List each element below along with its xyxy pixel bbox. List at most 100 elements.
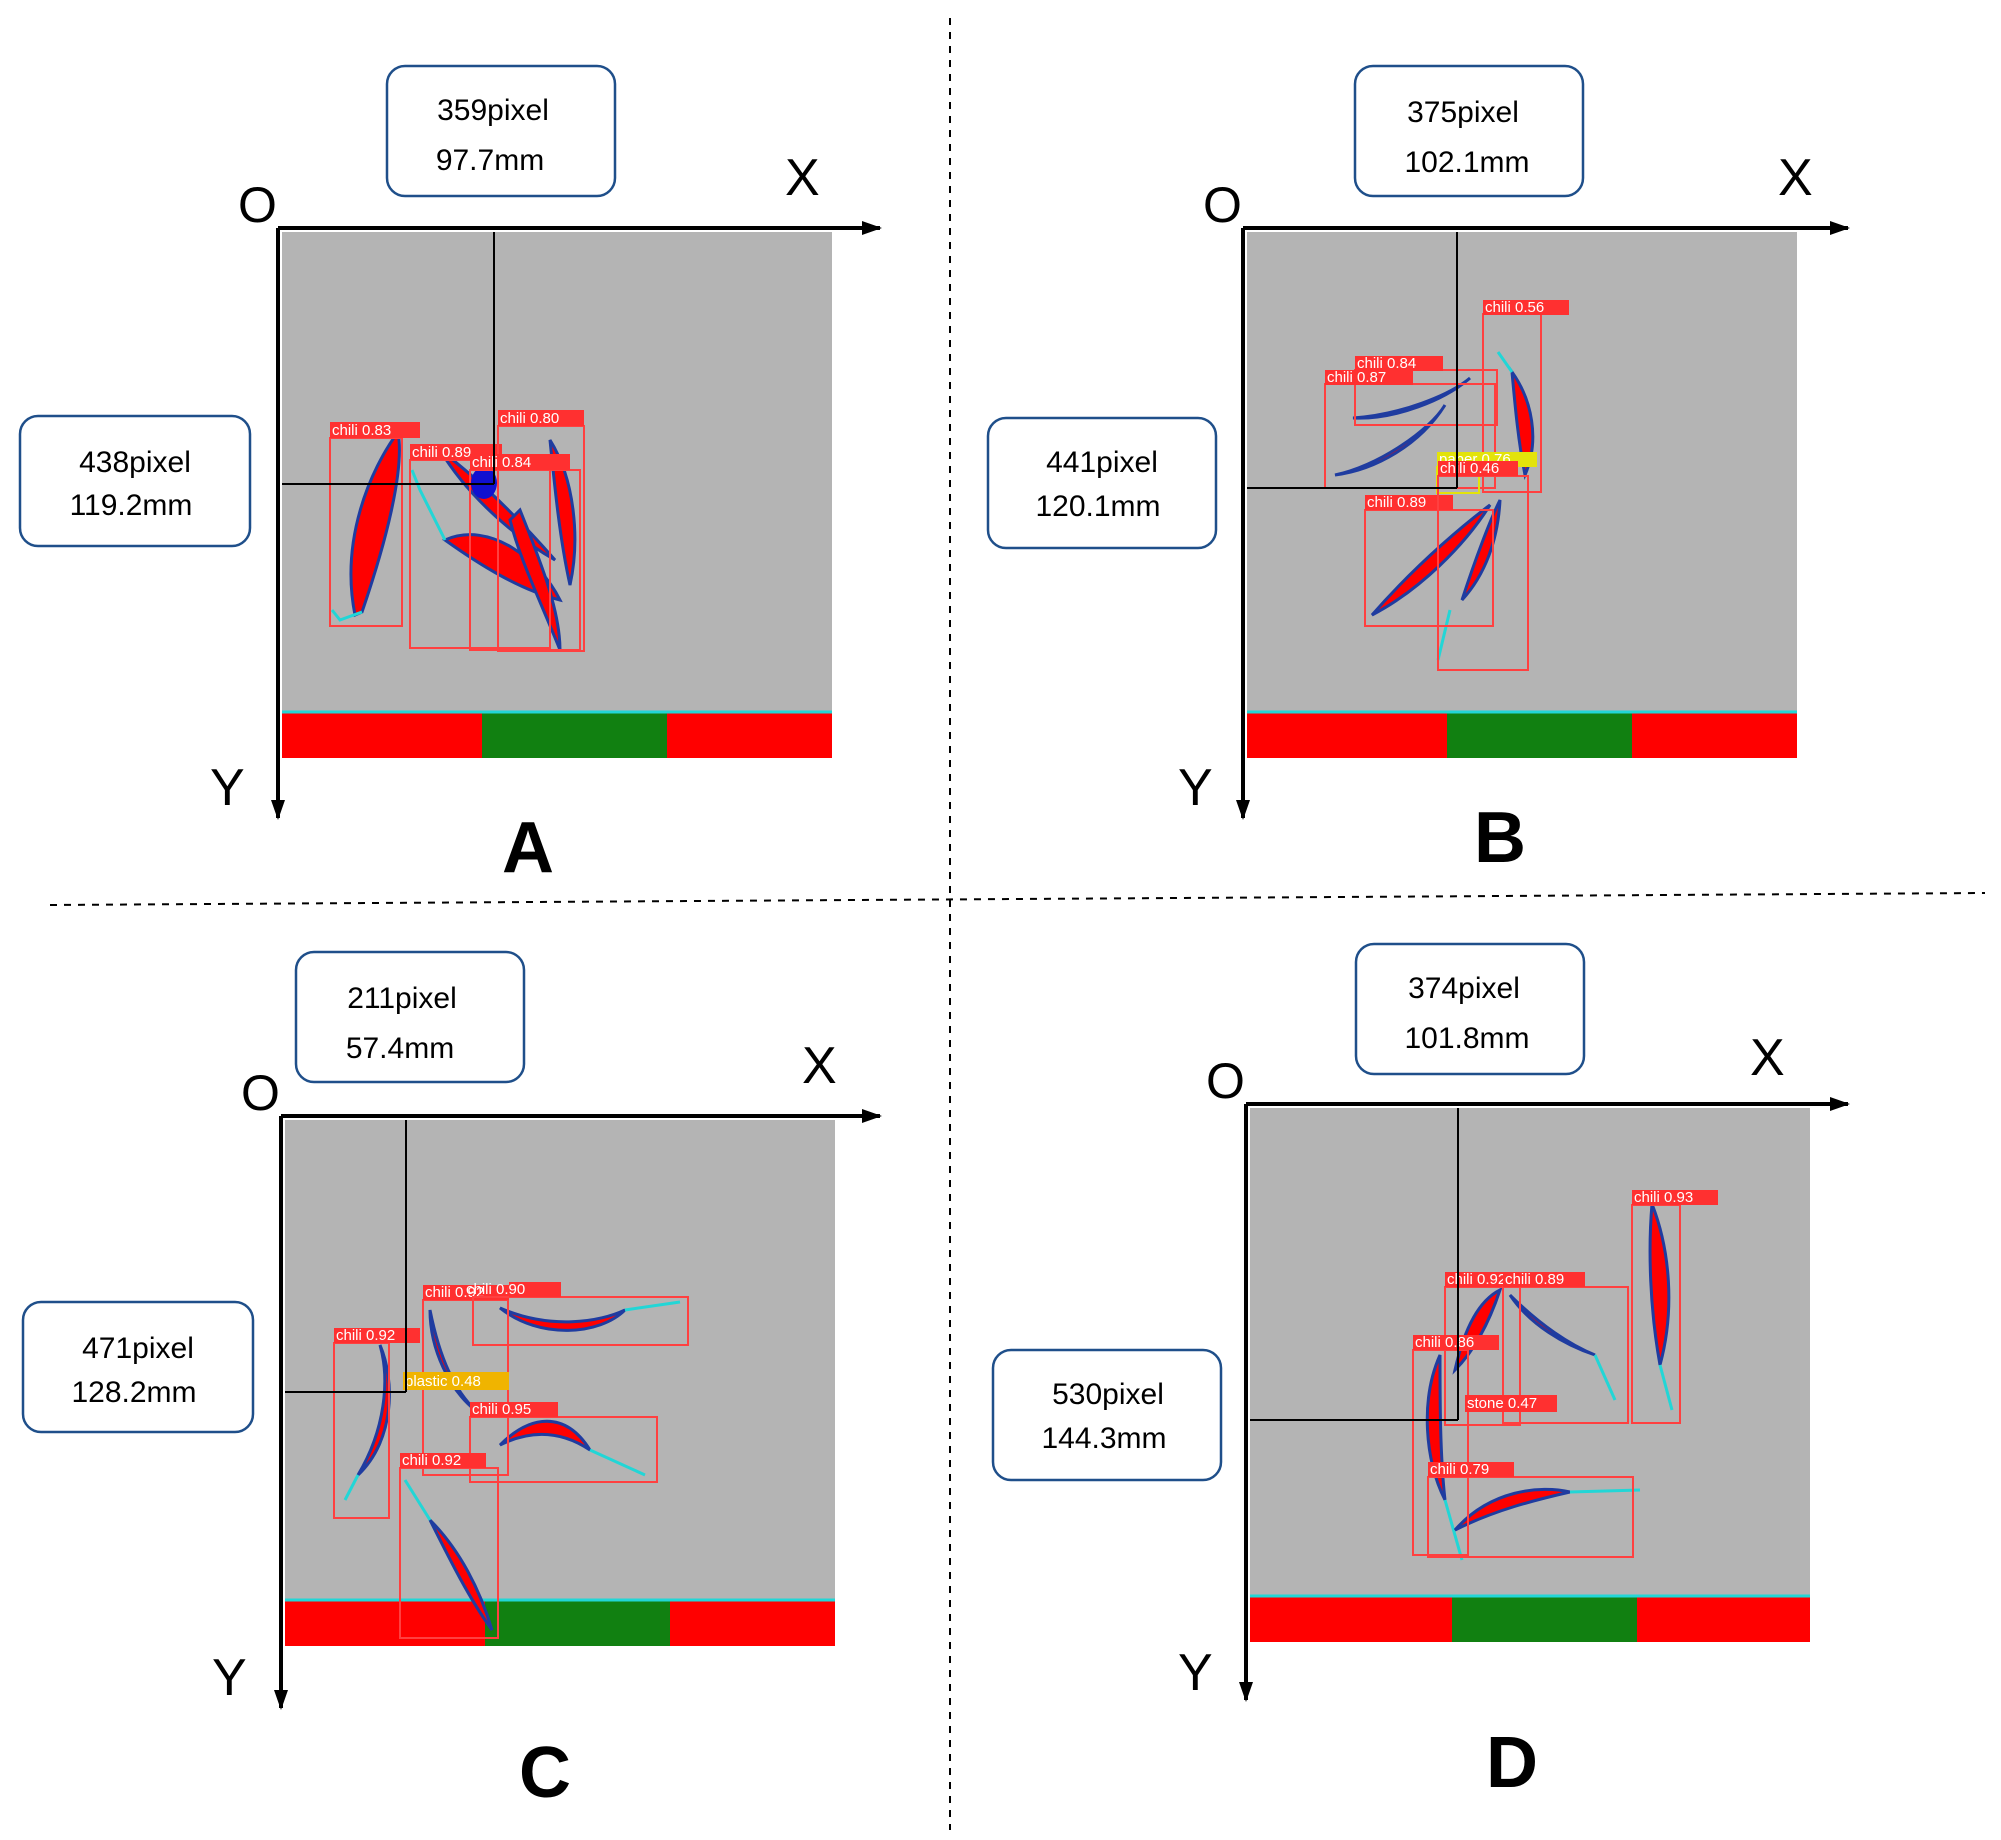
x-measure-callout xyxy=(294,950,526,1084)
chili-stem xyxy=(1658,1364,1674,1411)
chili xyxy=(498,1419,592,1452)
x-measure-mm: 97.7mm xyxy=(436,144,544,177)
detection-label: stone 0.47 xyxy=(1467,1395,1537,1412)
chili-stem xyxy=(330,609,363,622)
origin-label: O xyxy=(1206,1053,1245,1109)
detection-label: chili 0.92 xyxy=(1447,1271,1506,1288)
detection-box: chili 0.80 xyxy=(497,410,585,652)
detection-box: chili 0.56 xyxy=(1482,299,1569,493)
detection-label: chili 0.84 xyxy=(472,454,531,471)
chili-stem xyxy=(1569,1488,1641,1494)
detection-box: chili 0.89 xyxy=(1364,494,1494,627)
chili xyxy=(1334,404,1447,477)
detection-label: chili 0.90 xyxy=(466,1281,525,1298)
x-axis-label: X xyxy=(802,1037,837,1095)
x-measure-pixel: 374pixel xyxy=(1408,972,1520,1005)
origin-label: O xyxy=(241,1065,280,1121)
y-measure-mm: 120.1mm xyxy=(1035,490,1160,523)
detection-box: chili 0.79 xyxy=(1427,1461,1634,1558)
detection-label: chili 0.83 xyxy=(332,422,391,439)
chili xyxy=(1460,499,1502,602)
horizontal-divider xyxy=(49,892,1986,906)
belt-green xyxy=(1447,712,1632,758)
chili xyxy=(1370,503,1492,617)
panel-letter: A xyxy=(502,808,554,888)
x-axis-label: X xyxy=(1750,1029,1785,1087)
chili xyxy=(356,1344,391,1477)
y-measure-pixel: 530pixel xyxy=(1052,1378,1164,1411)
detection-label: chili 0.87 xyxy=(1327,369,1386,386)
chili xyxy=(428,1518,494,1631)
panel-letter: C xyxy=(519,1733,571,1813)
detection-box: chili 0.92 xyxy=(399,1452,499,1639)
chili-stem xyxy=(410,469,447,541)
y-axis-label: Y xyxy=(212,1649,247,1707)
detection-label: chili 0.56 xyxy=(1485,299,1544,316)
origin-label: O xyxy=(238,177,277,233)
chili xyxy=(499,1306,627,1332)
y-measure-pixel: 471pixel xyxy=(82,1332,194,1365)
detection-box: stone 0.47 xyxy=(1465,1395,1557,1412)
detection-label: chili 0.84 xyxy=(1357,355,1416,372)
y-measure-callout xyxy=(18,414,252,548)
y-axis-label: Y xyxy=(1178,759,1213,817)
chili-stem xyxy=(624,1300,681,1312)
y-measure-callout xyxy=(21,1300,255,1434)
chili xyxy=(1352,376,1471,420)
chili-stem xyxy=(1593,1354,1617,1401)
chili xyxy=(548,439,577,586)
detection-box: chili 0.84 xyxy=(1354,355,1498,426)
y-measure-mm: 144.3mm xyxy=(1041,1422,1166,1455)
y-measure-mm: 119.2mm xyxy=(70,489,193,522)
detection-label: chili 0.92 xyxy=(425,1284,484,1301)
x-measure-pixel: 211pixel xyxy=(347,982,457,1015)
chili-stem xyxy=(343,1474,360,1501)
belt-green xyxy=(485,1600,670,1646)
panel-letter: D xyxy=(1486,1723,1538,1803)
y-measure-callout xyxy=(991,1348,1223,1482)
detection-label: chili 0.89 xyxy=(412,444,471,461)
chili-stem xyxy=(403,1479,432,1521)
detection-label: chili 0.89 xyxy=(1367,494,1426,511)
detection-label: chili 0.80 xyxy=(500,410,559,427)
x-measure-pixel: 359pixel xyxy=(437,94,549,127)
x-measure-callout xyxy=(1354,942,1586,1076)
x-axis-label: X xyxy=(1778,149,1813,207)
panel-d: chili 0.93 chili 0.92 chili 0.89 chili 0… xyxy=(991,942,1850,1803)
chili-stem xyxy=(1496,351,1514,373)
y-measure-pixel: 441pixel xyxy=(1046,446,1158,479)
detection-label: chili 0.93 xyxy=(1634,1189,1693,1206)
detection-box: chili 0.86 xyxy=(1412,1334,1499,1556)
panel-b: chili 0.56 chili 0.84 chili 0.87 paper 0… xyxy=(986,64,1850,878)
y-measure-pixel: 438pixel xyxy=(79,446,191,479)
x-measure-pixel: 375pixel xyxy=(1407,96,1519,129)
chili-stem xyxy=(1436,609,1452,661)
x-measure-mm: 101.8mm xyxy=(1404,1022,1529,1055)
detection-box: plastic 0.48 xyxy=(403,1372,509,1390)
detection-label: chili 0.89 xyxy=(1505,1271,1564,1288)
y-axis-label: Y xyxy=(1178,1644,1213,1702)
origin-label: O xyxy=(1203,177,1242,233)
chili-stem xyxy=(589,1448,646,1477)
x-axis-label: X xyxy=(785,149,820,207)
chili-group xyxy=(343,1300,681,1631)
detection-box: chili 0.92 xyxy=(333,1327,420,1519)
detection-box: chili 0.83 xyxy=(329,422,420,627)
belt-green xyxy=(1452,1596,1637,1642)
belt-green xyxy=(482,712,667,758)
panel-a: chili 0.83 chili 0.89 chili 0.80 chili 0… xyxy=(18,64,882,888)
y-measure-mm: 128.2mm xyxy=(71,1376,196,1409)
detection-box: chili 0.95 xyxy=(469,1401,658,1483)
y-axis-label: Y xyxy=(210,759,245,817)
plate xyxy=(285,1120,835,1600)
chili-stem xyxy=(1443,1499,1464,1561)
detection-label: chili 0.92 xyxy=(336,1327,395,1344)
detection-label: plastic 0.48 xyxy=(405,1373,481,1390)
x-measure-mm: 102.1mm xyxy=(1404,146,1529,179)
plate xyxy=(1250,1108,1810,1596)
detection-label: chili 0.86 xyxy=(1415,1334,1474,1351)
panel-letter: B xyxy=(1474,798,1526,878)
detection-box: chili 0.89 xyxy=(1502,1271,1629,1424)
x-measure-mm: 57.4mm xyxy=(346,1032,454,1065)
